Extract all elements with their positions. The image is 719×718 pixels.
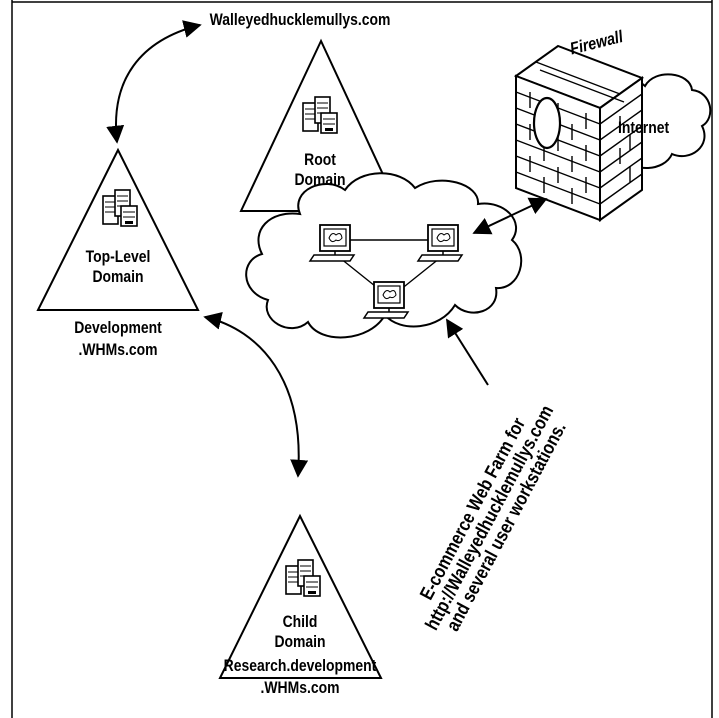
child-domain-name-line1: Research.development	[223, 656, 377, 675]
top-level-domain-name-line1: Development	[74, 318, 162, 337]
child-domain-triangle	[218, 513, 383, 679]
annotation-pointer-arrow	[446, 318, 489, 386]
web-farm-annotation: E-commerce Web Farm for http://Walleyedh…	[416, 402, 570, 635]
root-domain-name: Walleyedhucklemullys.com	[209, 10, 391, 29]
web-farm-cloud	[245, 172, 523, 339]
top-level-domain-label-line1: Top-Level	[85, 247, 151, 266]
child-domain-label-line1: Child	[282, 612, 318, 631]
trust-arrow-toplevel-child	[203, 311, 309, 478]
top-level-domain-triangle	[36, 147, 200, 311]
root-domain-label-line1: Root	[304, 150, 336, 169]
top-level-domain-name-line2: .WHMs.com	[78, 340, 158, 359]
root-domain-label-line2: Domain	[294, 170, 346, 189]
child-domain-label-line2: Domain	[274, 632, 326, 651]
firewall-icon	[513, 44, 645, 222]
top-level-domain-label-line2: Domain	[92, 267, 144, 286]
internet-label: Internet	[618, 118, 670, 137]
firewall-webfarm-arrow	[472, 197, 548, 235]
trust-arrow-root-toplevel	[106, 20, 202, 144]
child-domain-name-line2: .WHMs.com	[260, 678, 340, 697]
